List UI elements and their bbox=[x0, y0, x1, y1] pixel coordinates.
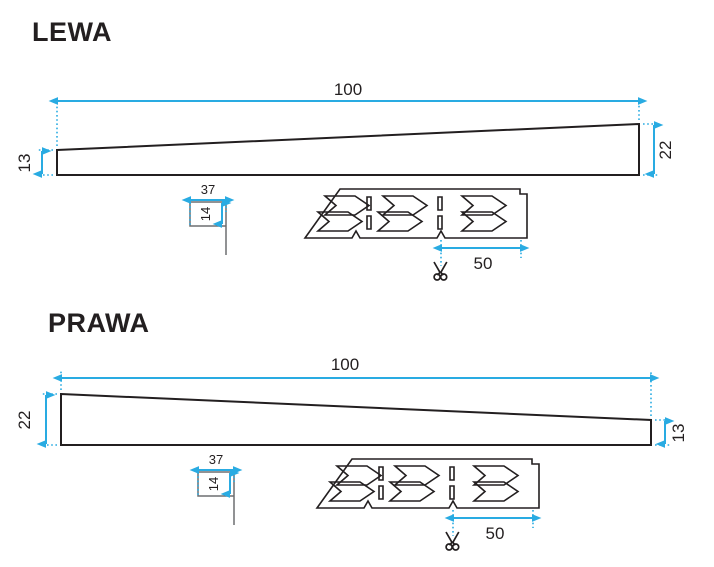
dimension-label-right-height-lewa: 22 bbox=[656, 141, 675, 160]
dimension-label-cut-spacing-prawa: 50 bbox=[486, 524, 505, 543]
drawing-title-lewa: LEWA bbox=[32, 17, 112, 47]
dimension-left-height-lewa: 13 bbox=[15, 147, 53, 178]
detail-label-height-prawa: 14 bbox=[206, 477, 221, 491]
drawing-lewa: LEWA 100 13 22 bbox=[15, 17, 675, 281]
pattern-strip-lewa bbox=[303, 188, 528, 239]
detail-section-lewa: 37 14 bbox=[181, 182, 235, 255]
drawing-prawa: PRAWA 100 22 13 bbox=[15, 308, 688, 551]
dimension-left-height-prawa: 22 bbox=[15, 391, 57, 448]
chevron-cutouts-prawa bbox=[329, 465, 519, 502]
profile-outline-prawa bbox=[60, 392, 652, 446]
detail-label-width-prawa: 37 bbox=[209, 452, 223, 467]
dimension-label-length-prawa: 100 bbox=[331, 355, 359, 374]
dimension-label-left-height-prawa: 22 bbox=[15, 411, 34, 430]
chevron-cutouts-lewa bbox=[317, 195, 507, 232]
dimension-length-lewa: 100 bbox=[48, 80, 648, 146]
dimension-label-cut-spacing-lewa: 50 bbox=[474, 254, 493, 273]
dimension-right-height-prawa: 13 bbox=[655, 417, 688, 448]
detail-label-height-lewa: 14 bbox=[198, 207, 213, 221]
dimension-cut-spacing-lewa: 50 bbox=[432, 240, 530, 281]
scissors-icon bbox=[433, 261, 448, 281]
dimension-cut-spacing-prawa: 50 bbox=[444, 510, 542, 551]
dimension-right-height-lewa: 22 bbox=[643, 121, 675, 178]
detail-label-width-lewa: 37 bbox=[201, 182, 215, 197]
pattern-strip-prawa bbox=[315, 458, 540, 509]
profile-outline-lewa bbox=[56, 122, 640, 176]
detail-section-prawa: 37 14 bbox=[189, 452, 243, 525]
dimension-label-left-height-lewa: 13 bbox=[15, 154, 34, 173]
dimension-length-prawa: 100 bbox=[52, 355, 660, 416]
scissors-icon bbox=[445, 531, 460, 551]
dimension-label-right-height-prawa: 13 bbox=[669, 424, 688, 443]
drawing-title-prawa: PRAWA bbox=[48, 308, 150, 338]
dimension-label-length-lewa: 100 bbox=[334, 80, 362, 99]
